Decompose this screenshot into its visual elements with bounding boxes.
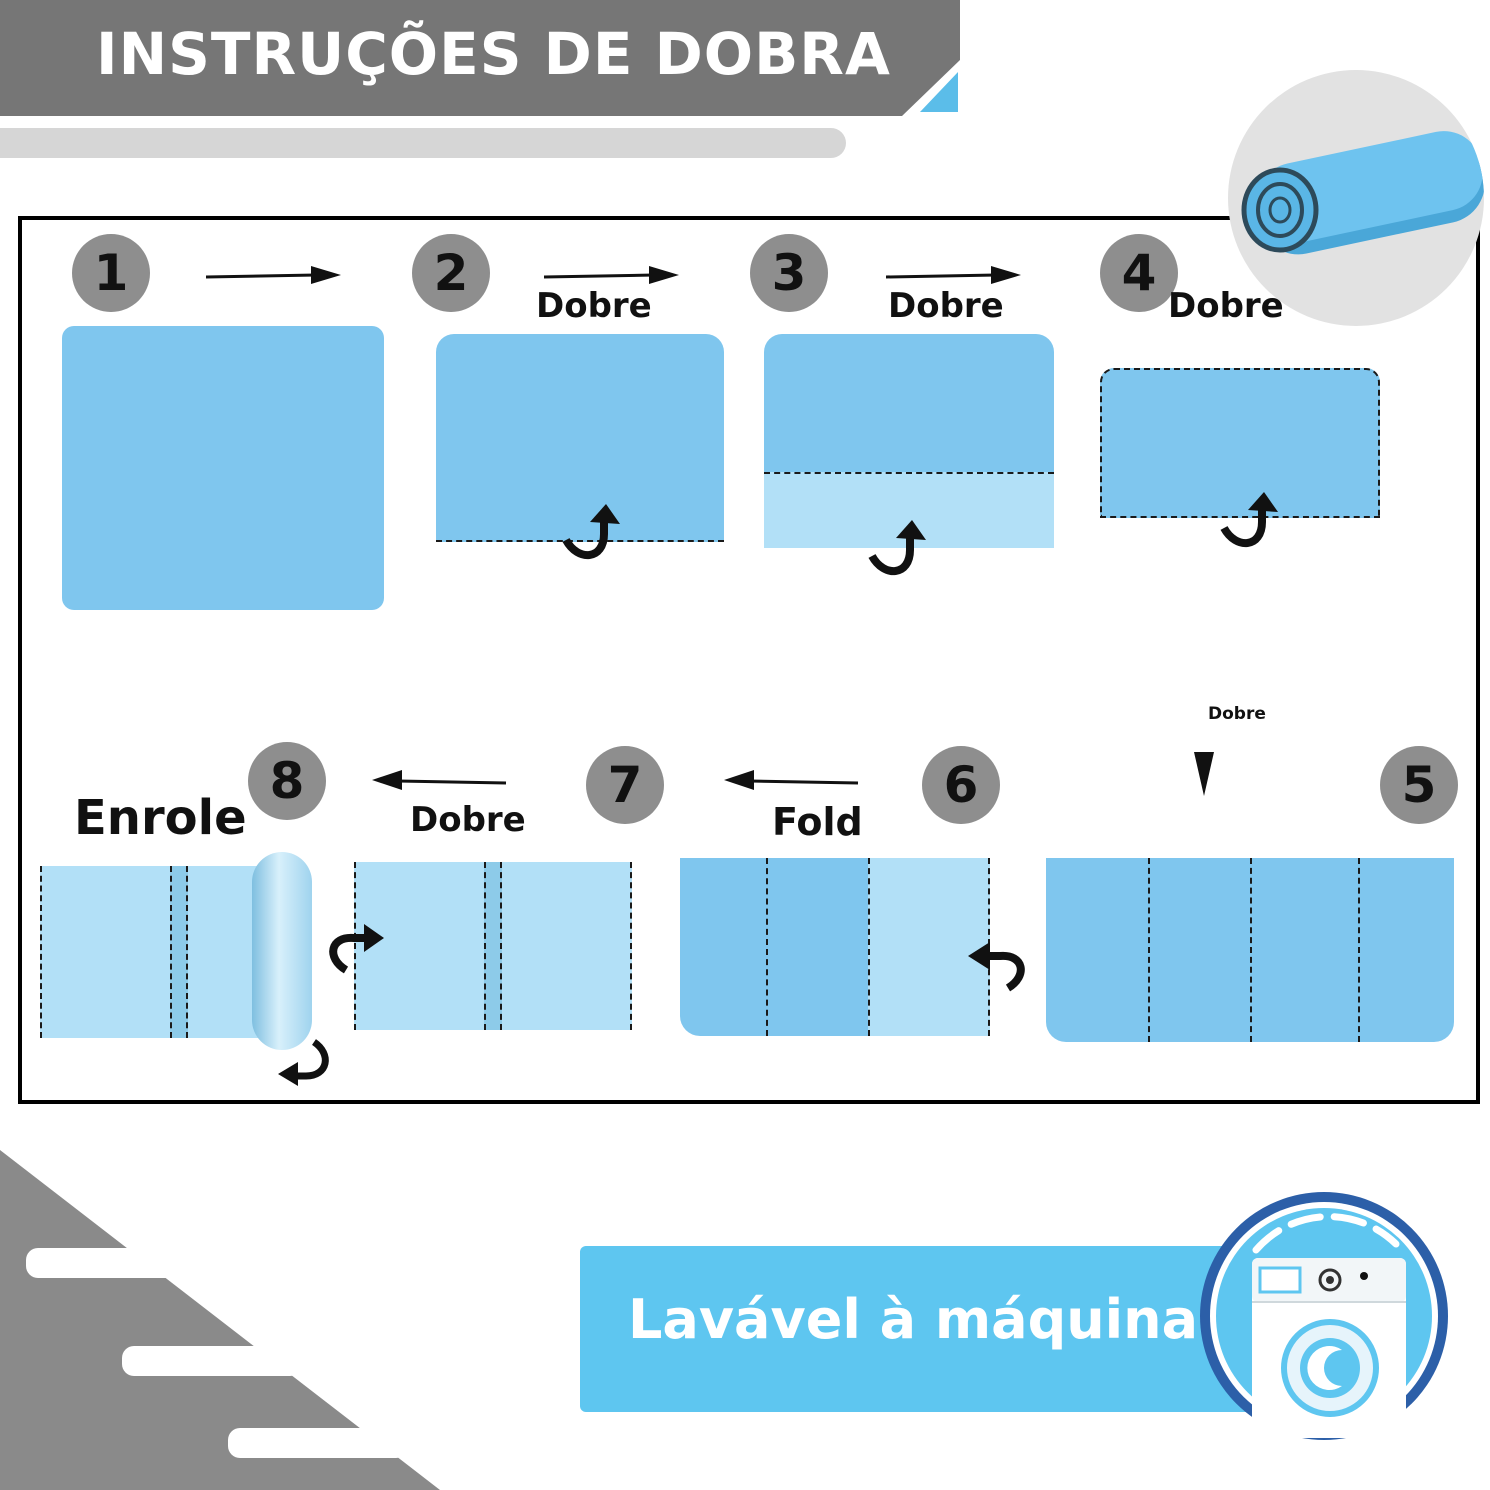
step-4-label: Dobre xyxy=(1168,286,1284,326)
washing-machine-icon xyxy=(1196,1188,1452,1444)
step-7-mat xyxy=(354,862,632,1030)
step-3-mat-top xyxy=(764,334,1054,472)
header-underline xyxy=(0,128,846,158)
arrow-right-icon xyxy=(206,266,341,284)
step-5-label: Dobre xyxy=(1208,704,1266,724)
step-3-badge: 3 xyxy=(750,234,828,312)
step-6-label: Fold xyxy=(772,800,863,844)
step-1-mat xyxy=(62,326,384,610)
step-3-label: Dobre xyxy=(888,286,1004,326)
step-8-badge: 8 xyxy=(248,742,326,820)
step-4-mat xyxy=(1100,368,1380,518)
fold-line xyxy=(484,862,502,1030)
step-8-mat xyxy=(40,866,270,1038)
washable-label: Lavável à máquina xyxy=(628,1288,1199,1351)
washable-banner xyxy=(580,1246,1280,1412)
fold-curl-icon xyxy=(562,504,620,560)
step-2-label: Dobre xyxy=(536,286,652,326)
step-2-mat xyxy=(436,334,724,542)
fold-curl-icon xyxy=(1220,492,1278,548)
fold-line xyxy=(766,858,768,1036)
header-banner xyxy=(0,0,960,116)
step-8-label: Enrole xyxy=(74,790,247,846)
fold-curl-icon xyxy=(278,1039,329,1086)
fold-curl-icon xyxy=(329,924,384,974)
step-6-mat xyxy=(680,858,870,1036)
fold-line xyxy=(1250,858,1252,1042)
fold-line xyxy=(1358,858,1360,1042)
fold-curl-icon xyxy=(868,520,926,576)
step-1-badge: 1 xyxy=(72,234,150,312)
step-7-badge: 7 xyxy=(586,746,664,824)
step-6-badge: 6 xyxy=(922,746,1000,824)
step-5-mat xyxy=(1046,858,1454,1042)
arrow-left-icon xyxy=(724,770,859,790)
arrow-right-icon xyxy=(544,266,679,284)
page-title: INSTRUÇÕES DE DOBRA xyxy=(96,20,891,88)
fold-line xyxy=(170,866,188,1038)
step-4-badge: 4 xyxy=(1100,234,1178,312)
decorative-stairs xyxy=(0,1150,440,1490)
instructions-frame xyxy=(18,216,1480,1104)
arrow-right-icon xyxy=(886,266,1021,284)
step-5-badge: 5 xyxy=(1380,746,1458,824)
step-7-label: Dobre xyxy=(410,800,526,840)
fold-curl-icon xyxy=(968,942,1025,992)
arrow-down-icon xyxy=(1194,752,1214,796)
rolled-mat-icon xyxy=(252,852,312,1050)
fold-line xyxy=(1148,858,1150,1042)
arrow-left-icon xyxy=(372,770,507,790)
step-6-fold-flap xyxy=(868,858,990,1036)
step-2-badge: 2 xyxy=(412,234,490,312)
rolled-mat-icon xyxy=(1228,70,1484,326)
